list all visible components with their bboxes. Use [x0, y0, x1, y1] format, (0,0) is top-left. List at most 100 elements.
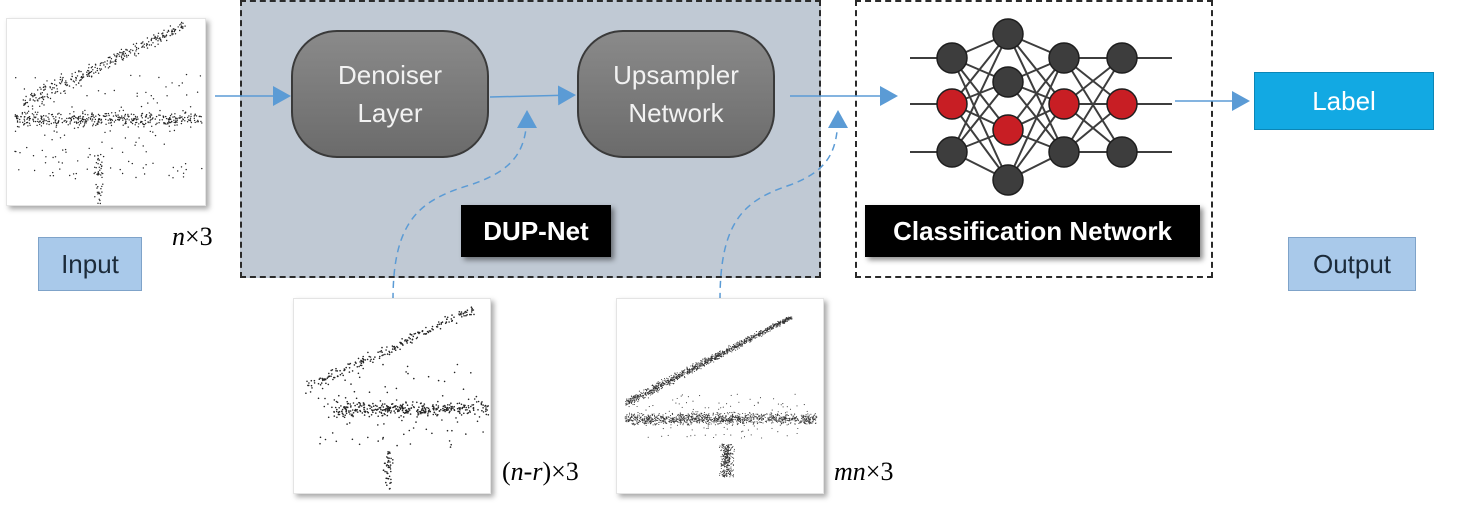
point-cloud-dot [724, 352, 726, 354]
point-cloud-dot [99, 199, 101, 202]
point-cloud-dot [145, 122, 147, 125]
point-cloud-dot [707, 423, 709, 425]
point-cloud-dot [427, 407, 430, 410]
point-cloud-dot [681, 418, 683, 420]
point-cloud-dot [174, 29, 176, 32]
point-cloud-dot [637, 401, 639, 403]
point-cloud-dot [136, 92, 138, 95]
point-cloud-dot [427, 331, 430, 334]
point-cloud-dot [735, 414, 737, 417]
upsampled-dim-rest: ×3 [865, 457, 894, 486]
point-cloud-dot [729, 444, 731, 446]
point-cloud-dot [676, 378, 678, 381]
point-cloud-dot [756, 336, 758, 338]
point-cloud-dot [432, 413, 435, 416]
point-cloud-dot [128, 115, 130, 118]
point-cloud-dot [122, 119, 124, 121]
point-cloud-dot [466, 314, 468, 316]
point-cloud-dot [768, 331, 770, 333]
point-cloud-dot [48, 118, 50, 120]
point-cloud-dot [742, 341, 744, 343]
point-cloud-dot [790, 413, 792, 415]
point-cloud-dot [751, 335, 753, 337]
point-cloud-dot [453, 371, 456, 374]
point-cloud-dot [485, 413, 488, 416]
point-cloud-dot [140, 105, 143, 108]
point-cloud-dot [386, 414, 389, 417]
point-cloud-dot [696, 366, 698, 368]
point-cloud-dot [86, 118, 88, 120]
point-cloud-dot [682, 372, 684, 374]
point-cloud-dot [331, 369, 334, 371]
point-cloud-dot [729, 421, 731, 423]
point-cloud-dot [628, 412, 631, 414]
point-cloud-dot [756, 421, 758, 423]
point-cloud-dot [707, 420, 709, 423]
point-cloud-dot [776, 421, 779, 423]
point-cloud-dot [146, 47, 149, 49]
point-cloud-dot [728, 449, 730, 451]
point-cloud-dot [112, 115, 115, 117]
point-cloud-dot [19, 118, 21, 121]
point-cloud-dot [763, 415, 765, 417]
point-cloud-dot [647, 436, 649, 438]
point-cloud-dot [102, 172, 104, 175]
point-cloud-dot [85, 120, 88, 122]
point-cloud-dot [635, 399, 637, 401]
point-cloud-dot [16, 117, 18, 120]
point-cloud-dot [797, 420, 799, 422]
point-cloud-dot [110, 58, 113, 60]
point-cloud-dot [811, 421, 813, 423]
point-cloud-dot [721, 352, 724, 354]
point-cloud-dot [34, 111, 37, 113]
point-cloud-dot [646, 422, 648, 425]
point-cloud-dot [654, 416, 656, 418]
point-cloud-dot [722, 463, 724, 466]
point-cloud-dot [806, 420, 808, 422]
point-cloud-dot [747, 337, 749, 339]
network-node-active [1106, 88, 1138, 120]
point-cloud-dot [387, 453, 389, 455]
point-cloud-dot [779, 417, 781, 419]
point-cloud-dot [650, 418, 653, 420]
point-cloud-dot [740, 345, 742, 347]
point-cloud-dot [729, 472, 731, 474]
point-cloud-dot [786, 318, 788, 320]
point-cloud-dot [686, 416, 688, 419]
point-cloud-dot [55, 119, 57, 121]
point-cloud-dot [661, 386, 663, 388]
point-cloud-dot [487, 405, 489, 407]
point-cloud-dot [436, 326, 439, 328]
point-cloud-dot [458, 313, 460, 315]
point-cloud-dot [416, 416, 418, 418]
point-cloud-dot [161, 36, 164, 38]
point-cloud-dot [356, 366, 359, 368]
point-cloud-dot [702, 363, 704, 365]
point-cloud-dot [92, 123, 95, 125]
point-cloud-dot [382, 469, 385, 471]
point-cloud-dot [463, 404, 465, 406]
point-cloud-dot [321, 387, 324, 390]
point-cloud-dot [773, 398, 775, 400]
point-cloud-dot [31, 92, 33, 95]
point-cloud-dot [668, 416, 670, 418]
point-cloud-dot [471, 309, 473, 311]
point-cloud-dot [17, 116, 19, 118]
point-cloud-dot [135, 176, 137, 179]
point-cloud-dot [337, 411, 340, 414]
point-cloud-dot [173, 116, 176, 118]
point-cloud-dot [173, 121, 175, 124]
point-cloud-dot [707, 427, 709, 429]
point-cloud-dot [64, 119, 66, 122]
point-cloud-dot [747, 336, 749, 338]
point-cloud-dot [710, 360, 712, 362]
point-cloud-dot [180, 166, 183, 168]
point-cloud-dot [476, 420, 479, 423]
point-cloud-dot [759, 418, 761, 420]
point-cloud-dot [805, 415, 807, 417]
point-cloud-dot [740, 342, 742, 344]
point-cloud-dot [91, 112, 93, 114]
point-cloud-dot [635, 417, 637, 420]
point-cloud-dot [708, 413, 710, 415]
point-cloud-dot [125, 48, 127, 51]
